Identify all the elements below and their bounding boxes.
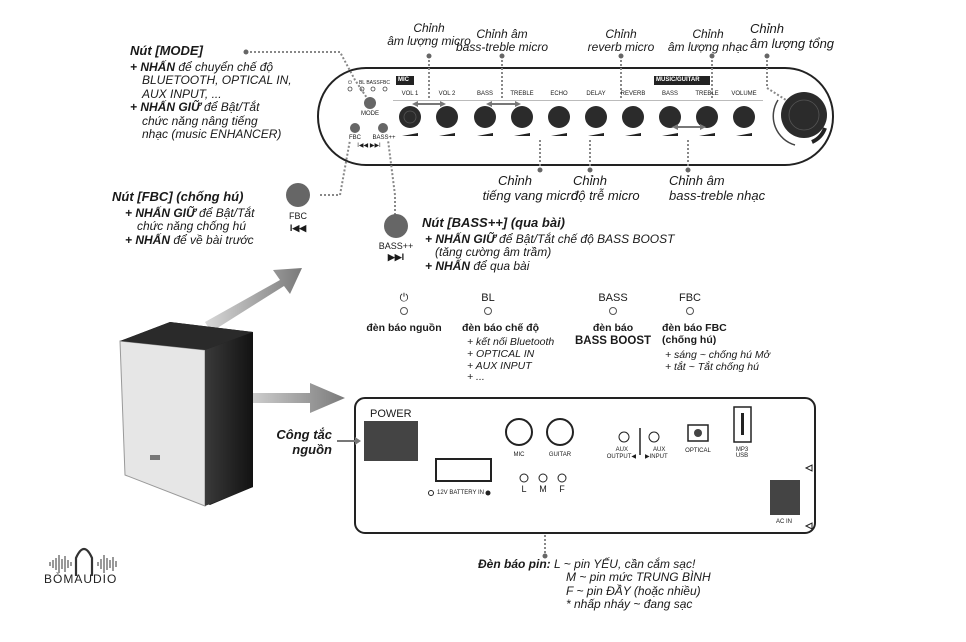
bass-indicator-caption: đèn báo BASS BOOST — [574, 322, 652, 347]
knob-label-reverb: REVERB — [620, 91, 646, 97]
guitar-jack-shape — [546, 418, 574, 446]
rear-ac-in-label: AC IN — [775, 519, 793, 525]
knob-mic-vol1 — [399, 106, 421, 128]
panel-led-power: ⏻ — [348, 80, 352, 86]
bl-indicator-caption: đèn báo chế độ — [462, 322, 540, 334]
fbc-note-body: + NHẤN GIỮ để Bật/Tắt chức năng chống hú… — [125, 206, 255, 247]
fbc-button-label: FBC — [289, 211, 307, 221]
rear-led-f-label: F — [559, 484, 565, 494]
rear-led-m-label: M — [539, 484, 547, 494]
panel-fbc-label: FBC — [349, 135, 361, 141]
mode-button-shape — [364, 97, 376, 109]
mode-note-body: + NHẤN để chuyển chế độ BLUETOOTH, OPTIC… — [130, 60, 292, 142]
mic-jack-shape — [505, 418, 533, 446]
knob-label-delay: DELAY — [586, 91, 606, 97]
arrow-to-rear-panel — [240, 383, 345, 413]
power-indicator-caption: đèn báo nguồn — [366, 322, 442, 334]
rear-power-label: POWER — [370, 408, 412, 420]
fbc-button-shape — [350, 123, 360, 133]
next-track-icon: ▶▶I — [387, 252, 405, 262]
knob-music-volume — [733, 106, 755, 128]
panel-led-fbc: FBC — [380, 80, 390, 86]
ac-in-socket — [770, 480, 800, 515]
bass-note-body: + NHẤN GIỮ để Bật/Tắt chế độ BASS BOOST … — [425, 232, 675, 273]
power-indicator-icon: ⏻ — [399, 292, 409, 304]
knob-label-vol1: VOL 1 — [401, 91, 419, 97]
panel-led-bl: BL — [358, 80, 366, 86]
rear-aux-input-label: AUX▶INPUT — [645, 447, 668, 460]
music-badge: MUSIC/GUITAR — [656, 77, 700, 83]
fbc-indicator-items: + sáng ~ chống hú Mở + tắt ~ Tắt chống h… — [665, 349, 770, 373]
fbc-note-title: Nút [FBC] (chống hú) — [112, 189, 244, 204]
knob-label-music-bass: BASS — [661, 91, 679, 97]
knob-row-top-line — [393, 100, 763, 101]
prev-track-icon: I◀◀ — [289, 223, 307, 233]
rear-optical-label: OPTICAL — [685, 448, 711, 454]
fbc-indicator-caption: đèn báo FBC (chống hú) — [662, 322, 727, 346]
knob-mic-treble — [511, 106, 533, 128]
speaker-box — [119, 322, 253, 507]
knob-row — [399, 92, 827, 138]
bass-indicator-symbol: BASS — [598, 292, 628, 304]
logo-waveform — [49, 547, 117, 576]
rear-guitar-label: GUITAR — [548, 452, 572, 458]
panel-led-bass: BASS — [366, 80, 380, 86]
mic-badge: MIC — [398, 77, 409, 83]
panel-prev-next: I◀◀ ▶▶I — [357, 143, 381, 149]
knob-label-echo: ECHO — [550, 91, 568, 97]
control-panel — [317, 67, 834, 166]
bass-button-shape — [378, 123, 388, 133]
bl-indicator-symbol: BL — [481, 292, 495, 304]
fbc-button-large — [286, 183, 310, 207]
knob-label-bass: BASS — [476, 91, 494, 97]
knob-label-music-treble: TREBLE — [695, 91, 719, 97]
knob-mic-bass — [474, 106, 496, 128]
panel-bass-label: BASS++ — [372, 135, 396, 141]
battery-note: Đèn báo pin: L ~ pin YẾU, cần cắm sạc! M… — [478, 557, 711, 612]
rear-battery-label: 12V BATTERY IN — [437, 490, 485, 496]
knob-delay — [585, 106, 607, 128]
knob-label-vol2: VOL 2 — [438, 91, 456, 97]
arrow-to-top-panel — [205, 268, 302, 332]
mode-note-title: Nút [MODE] — [130, 43, 203, 58]
rear-mic-label: MIC — [513, 452, 525, 458]
knob-reverb — [622, 106, 644, 128]
bass-button-large — [384, 214, 408, 238]
knob-music-bass — [659, 106, 681, 128]
rear-led-l-label: L — [521, 484, 527, 494]
knob-label-treble: TREBLE — [510, 91, 534, 97]
knob-echo — [548, 106, 570, 128]
panel-mode-label: MODE — [361, 111, 379, 117]
knob-label-music-volume: VOLUME — [731, 91, 757, 97]
fbc-indicator-symbol: FBC — [679, 292, 701, 304]
brand-logo: BÒMAUDIO — [44, 572, 118, 586]
power-switch-caption: Công tắc nguồn — [276, 427, 332, 457]
power-switch-shape — [364, 421, 418, 461]
knob-mic-vol2 — [436, 106, 458, 128]
knob-music-treble — [696, 106, 718, 128]
bass-note-title: Nút [BASS++] (qua bài) — [422, 215, 566, 230]
bl-indicator-items: + kết nối Bluetooth + OPTICAL IN + AUX I… — [467, 336, 555, 384]
bass-button-label: BASS++ — [378, 241, 414, 251]
knob-master-volume — [781, 92, 827, 138]
